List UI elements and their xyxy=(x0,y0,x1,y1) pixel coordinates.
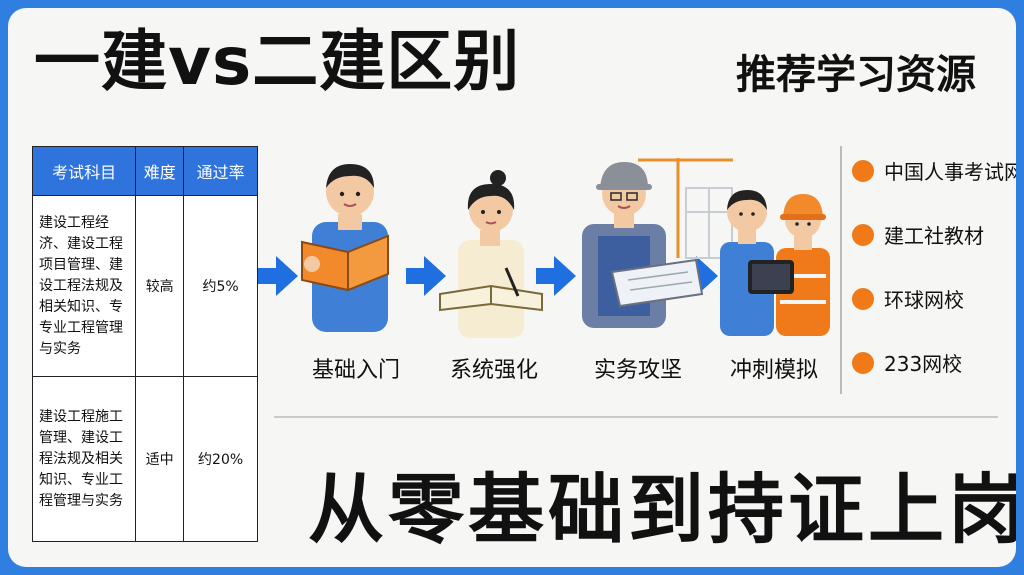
step-label-3: 实务攻坚 xyxy=(594,358,683,383)
bullet-dot-icon xyxy=(852,223,874,246)
step-label-1: 基础入门 xyxy=(312,358,401,383)
horizontal-divider xyxy=(274,416,998,418)
resource-label: 233网校 xyxy=(884,352,963,376)
person-writing-notes-icon xyxy=(439,170,543,338)
page-title: 一建vs二建区别 xyxy=(34,23,521,100)
team-with-tablet-icon xyxy=(720,190,830,336)
bullet-dot-icon xyxy=(852,159,874,182)
bullet-dot-icon xyxy=(852,351,874,374)
resource-label: 建工社教材 xyxy=(884,224,984,248)
arrow-right-icon xyxy=(406,256,446,296)
resource-item-2[interactable]: 建工社教材 xyxy=(852,220,984,249)
vertical-divider xyxy=(840,146,842,394)
slogan: 从零基础到持证上岗 xyxy=(308,465,1016,554)
poster: 一建vs二建区别 推荐学习资源 考试科目 难度 通过率 建设工程经济、建设工程项… xyxy=(8,8,1016,567)
arrow-right-icon xyxy=(258,256,298,296)
person-reading-book-icon xyxy=(301,164,389,332)
resource-item-1[interactable]: 中国人事考试网 xyxy=(852,156,1016,185)
table-row: 建设工程经济、建设工程项目管理、建设工程法规及相关知识、专专业工程管理与实务 较… xyxy=(31,195,258,377)
row1-subjects: 建设工程经济、建设工程项目管理、建设工程法规及相关知识、专专业工程管理与实务 xyxy=(31,195,137,377)
step-label-4: 冲刺模拟 xyxy=(730,358,819,383)
step-label-2: 系统强化 xyxy=(450,358,539,383)
table-row: 建设工程施工管理、建设工程法规及相关知识、专业工程管理与实务 适中 约20% xyxy=(31,376,258,542)
header-subject: 考试科目 xyxy=(31,146,137,196)
arrow-right-icon xyxy=(536,256,576,296)
row2-pass-rate: 约20% xyxy=(183,376,258,542)
row1-difficulty: 较高 xyxy=(135,195,185,377)
row2-difficulty: 适中 xyxy=(135,376,185,542)
header-pass-rate: 通过率 xyxy=(183,146,258,196)
resource-item-3[interactable]: 环球网校 xyxy=(852,284,964,313)
header-difficulty: 难度 xyxy=(135,146,185,196)
engineer-with-blueprint-icon xyxy=(582,158,733,328)
resource-item-4[interactable]: 233网校 xyxy=(852,348,962,377)
resources-title: 推荐学习资源 xyxy=(736,52,976,98)
comparison-table: 考试科目 难度 通过率 建设工程经济、建设工程项目管理、建设工程法规及相关知识、… xyxy=(31,146,258,542)
row2-subjects: 建设工程施工管理、建设工程法规及相关知识、专业工程管理与实务 xyxy=(31,376,137,542)
bullet-dot-icon xyxy=(852,287,874,310)
row1-pass-rate: 约5% xyxy=(183,195,258,377)
table-header-row: 考试科目 难度 通过率 xyxy=(31,146,258,196)
resource-label: 中国人事考试网 xyxy=(884,160,1016,184)
resource-label: 环球网校 xyxy=(884,288,964,312)
